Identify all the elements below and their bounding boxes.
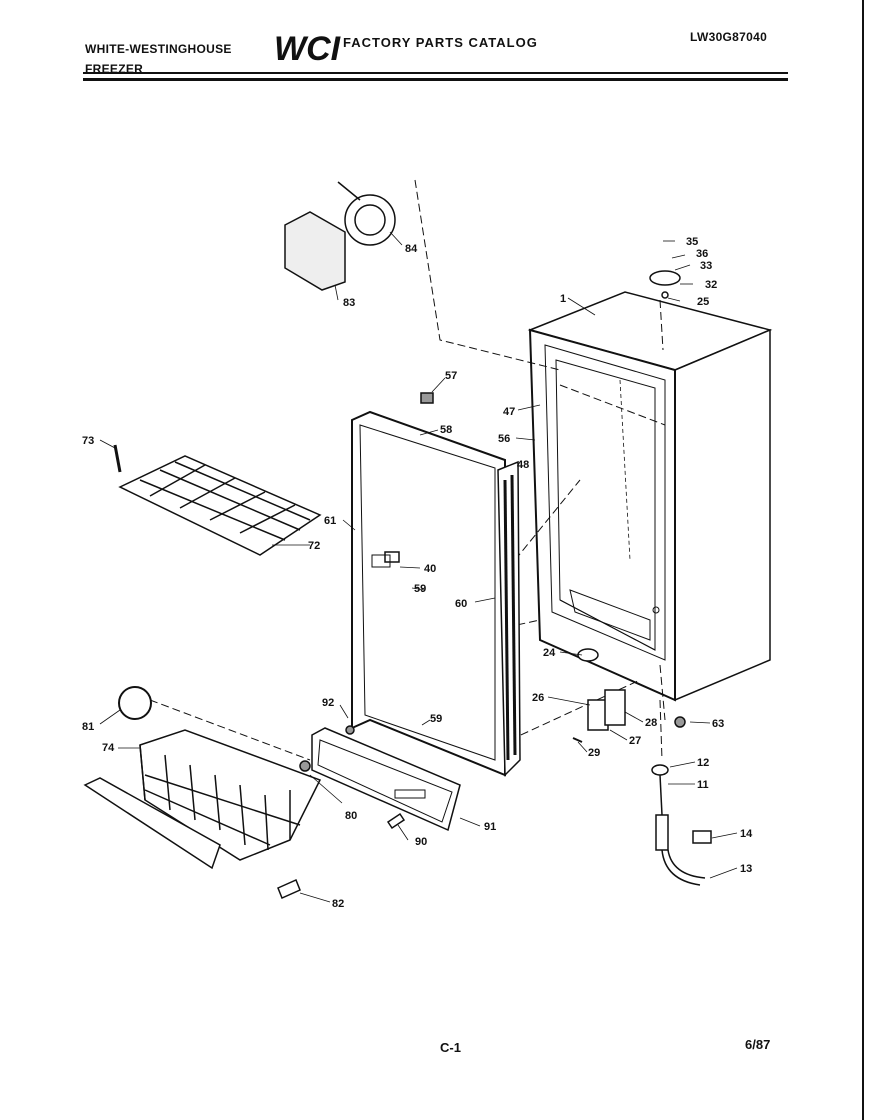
- brand-name: WHITE-WESTINGHOUSE: [85, 42, 232, 56]
- callout-48: 48: [517, 459, 529, 471]
- callout-28: 28: [645, 717, 657, 729]
- callout-26: 26: [532, 692, 544, 704]
- callout-58: 58: [440, 424, 452, 436]
- callout-56: 56: [498, 433, 510, 445]
- callout-84: 84: [405, 243, 418, 255]
- wci-logo: WCI: [274, 30, 342, 66]
- light-fixture-part: [284, 181, 396, 291]
- catalog-date: 6/87: [745, 1037, 771, 1052]
- callout-82: 82: [332, 898, 344, 910]
- callout-14: 14: [740, 828, 753, 840]
- page-number: C-1: [440, 1040, 461, 1055]
- callout-36: 36: [696, 248, 708, 260]
- door-trim-part: [311, 727, 461, 832]
- callout-27: 27: [629, 735, 641, 747]
- callout-24: 24: [543, 647, 556, 659]
- callout-11: 11: [697, 779, 709, 791]
- header-rule-thick: [83, 78, 788, 81]
- callout-61: 61: [324, 515, 336, 527]
- callout-13: 13: [740, 863, 752, 875]
- callout-91: 91: [484, 821, 496, 833]
- cabinet-part: [527, 291, 773, 702]
- callout-59: 59: [414, 583, 426, 595]
- basket-part: [83, 729, 322, 870]
- callout-1: 1: [560, 293, 566, 305]
- hinge-part: [577, 648, 626, 731]
- header-rule: [83, 72, 788, 74]
- shelf-part: [118, 455, 322, 556]
- door-part: [351, 410, 521, 777]
- callout-80: 80: [345, 810, 357, 822]
- callout-40: 40: [424, 563, 436, 575]
- drain-assembly-part: [651, 764, 712, 886]
- callout-83: 83: [343, 297, 355, 309]
- callout-25: 25: [697, 296, 709, 308]
- callout-47: 47: [503, 406, 515, 418]
- callout-33: 33: [700, 260, 712, 272]
- logo-text: WCI: [274, 30, 342, 66]
- callout-63: 63: [712, 718, 724, 730]
- callout-12: 12: [697, 757, 709, 769]
- small-parts: [113, 270, 686, 900]
- page-border: [862, 0, 864, 1120]
- callout-72: 72: [308, 540, 320, 552]
- callout-32: 32: [705, 279, 717, 291]
- callout-60: 60: [455, 598, 467, 610]
- callout-92: 92: [322, 697, 334, 709]
- callout-74: 74: [102, 742, 115, 754]
- callout-labels: 1111213142425262728293233353640474856575…: [82, 236, 753, 910]
- callout-73: 73: [82, 435, 94, 447]
- callout-57: 57: [445, 370, 457, 382]
- callout-81: 81: [82, 721, 94, 733]
- callout-35: 35: [686, 236, 698, 248]
- catalog-title: FACTORY PARTS CATALOG: [343, 35, 538, 50]
- model-number: LW30G87040: [690, 30, 768, 44]
- callout-29: 29: [588, 747, 600, 759]
- callout-59: 59: [430, 713, 442, 725]
- callout-90: 90: [415, 836, 427, 848]
